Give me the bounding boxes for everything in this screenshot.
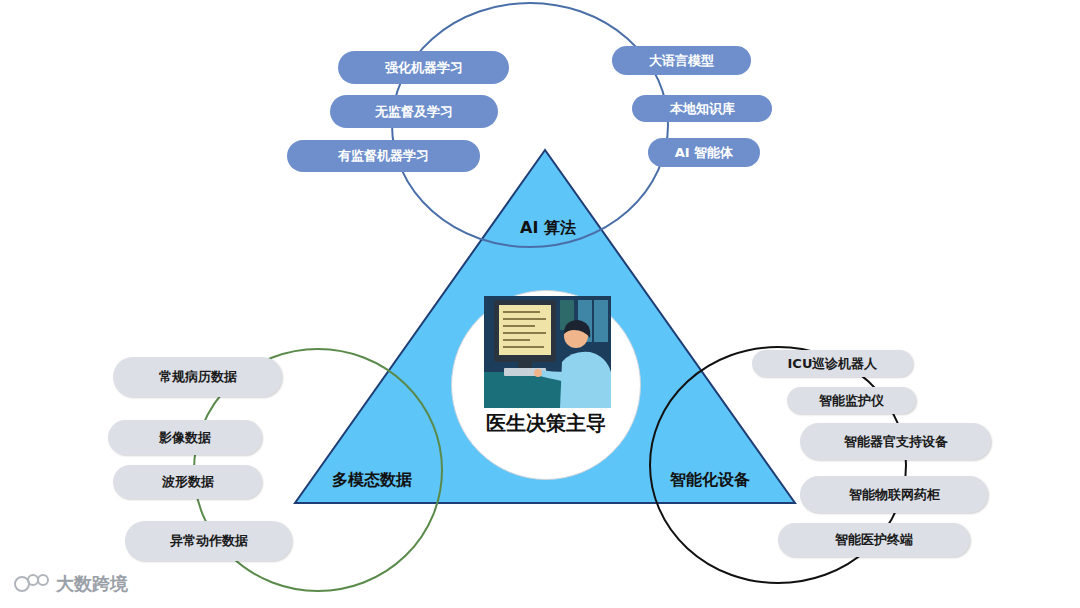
monitor-screen [499,305,551,355]
pillar-label: 多模态数据 [332,470,412,491]
doctor-coat [560,352,611,408]
pill-label: 异常动作数据 [170,532,248,550]
item-pill: 无监督及学习 [330,95,498,128]
center-title: 医生决策主导 [486,410,606,437]
pill-label: 常规病历数据 [159,368,237,386]
item-pill: 智能器官支持设备 [800,423,991,460]
item-pill: AI 智能体 [648,138,760,167]
item-pill: 强化机器学习 [338,51,509,84]
doctor-hair [564,320,590,338]
pill-label: 无监督及学习 [375,103,453,121]
pill-label: 智能物联网药柜 [849,486,940,504]
item-pill: ICU巡诊机器人 [752,350,913,377]
screen-lines [503,312,546,347]
item-pill: 智能监护仪 [787,387,916,414]
item-pill: 影像数据 [108,420,262,455]
item-pill: 大语言模型 [612,46,751,75]
room-background [484,296,611,408]
doctor-arm [540,370,568,382]
pill-label: 大语言模型 [649,52,714,70]
doctor-hand [534,369,542,377]
pill-label: 智能器官支持设备 [844,433,948,451]
item-pill: 本地知识库 [632,95,772,122]
item-pill: 波形数据 [113,465,262,499]
pill-label: 有监督机器学习 [338,147,429,165]
monitor [494,300,556,362]
pill-label: AI 智能体 [675,144,733,162]
item-pill: 有监督机器学习 [287,140,480,172]
pill-label: 智能医护终端 [835,531,913,549]
pill-label: 强化机器学习 [385,59,463,77]
pill-label: 影像数据 [159,429,211,447]
pillar-label: AI 算法 [520,218,576,239]
item-pill: 异常动作数据 [125,521,292,561]
keyboard [504,368,546,376]
pill-label: 智能监护仪 [819,392,884,410]
window-bar [592,300,594,342]
watermark: 大数跨境 [56,572,128,596]
item-pill: 智能物联网药柜 [800,476,988,513]
item-pill: 智能医护终端 [778,523,970,557]
triangle-shape [295,150,795,503]
pill-label: ICU巡诊机器人 [788,355,878,373]
item-pill: 常规病历数据 [113,357,282,397]
pillar-label: 智能化设备 [670,470,750,491]
pill-label: 波形数据 [162,473,214,491]
pill-label: 本地知识库 [670,100,735,118]
